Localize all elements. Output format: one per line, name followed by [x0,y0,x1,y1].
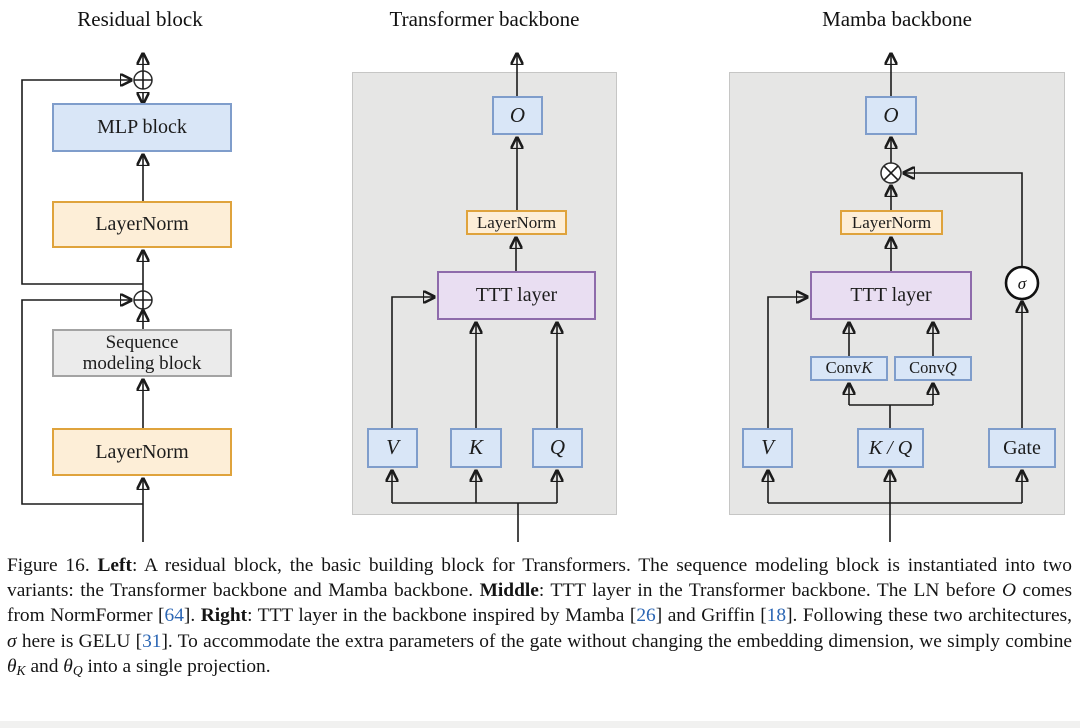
caption-segment: into a single projection. [82,655,271,677]
caption-segment: : TTT layer in the backbone inspired by … [247,605,637,627]
caption-segment: Q [72,662,83,678]
output-projection-box: O [865,96,917,135]
output-projection-box: O [492,96,543,135]
citation-link[interactable]: 31 [142,630,162,652]
caption-segment: K [16,662,26,678]
caption-segment: comes from NormFormer [ [7,580,1073,627]
residual-block-title: Residual block [77,7,203,31]
page-edge-strip [0,721,1080,728]
seq-label-line2: modeling block [82,353,202,374]
conv-k-box: Conv K [810,356,888,381]
citation-link[interactable]: 26 [636,605,656,627]
caption-segment: Figure 16. [7,555,98,576]
caption-segment: ] and Griffin [ [655,605,767,627]
transformer-backbone-title: Transformer backbone [389,7,580,31]
citation-link[interactable]: 18 [766,605,787,627]
seq-label-line1: Sequence [105,331,179,353]
layernorm-box: LayerNorm [466,210,567,235]
citation-link[interactable]: 64 [164,605,184,627]
caption-segment: θ [7,655,17,677]
caption-segment: ]. Following these two architectures, [786,605,1073,627]
layernorm-box: LayerNorm [52,201,232,248]
conv-q-prefix: Conv [909,358,945,378]
caption-segment: ]. [183,605,201,627]
caption-segment: Middle [479,580,539,602]
conv-q-box: Conv Q [894,356,972,381]
mlp-block-box: MLP block [52,103,232,152]
conv-k-var: K [861,358,873,378]
ttt-layer-box: TTT layer [810,271,972,320]
layernorm-box: LayerNorm [840,210,943,235]
kq-projection-box: K / Q [857,428,924,468]
caption-segment: O [1001,580,1016,602]
q-projection-box: Q [532,428,583,468]
caption-segment: : A residual block, the basic building b… [7,555,1072,602]
mamba-backbone-title: Mamba backbone [822,7,972,31]
k-projection-box: K [450,428,502,468]
ttt-layer-box: TTT layer [437,271,596,320]
circled-plus-icon [133,290,153,310]
conv-q-var: Q [944,358,957,378]
caption-segment: ]. To accommodate the extra parameters o… [161,630,1072,652]
caption-segment: σ [7,630,17,652]
gate-box: Gate [988,428,1056,468]
caption-segment: and [25,655,64,677]
caption-segment: : TTT layer in the Transformer backbone.… [538,580,1002,602]
sequence-modeling-block-box: Sequence modeling block [52,329,232,377]
figure-caption: Figure 16. Left: A residual block, the b… [7,553,1072,680]
caption-segment: Right [200,605,248,627]
caption-segment: Left [97,555,132,576]
caption-segment: here is GELU [ [16,630,143,652]
conv-k-prefix: Conv [825,358,862,378]
v-projection-box: V [367,428,418,468]
caption-segment: θ [63,655,73,677]
layernorm-box: LayerNorm [52,428,232,476]
circled-plus-icon [133,70,153,90]
v-projection-box: V [742,428,793,468]
